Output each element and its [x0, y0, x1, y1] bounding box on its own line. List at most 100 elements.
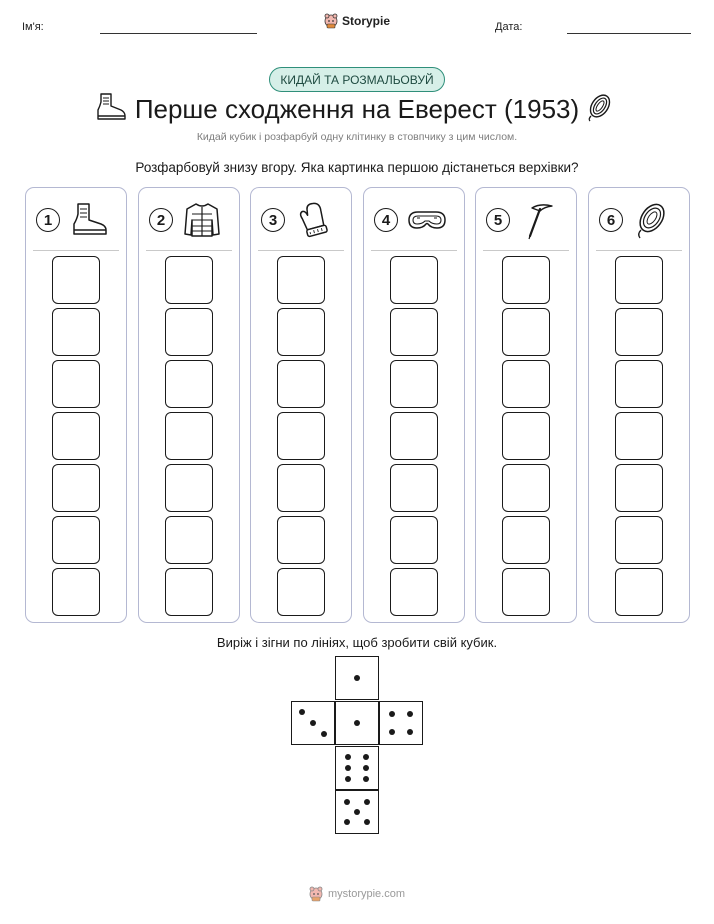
color-cell[interactable] — [52, 256, 100, 304]
dice-pip — [389, 729, 395, 735]
column-divider — [483, 250, 569, 251]
column-divider — [596, 250, 682, 251]
color-cell[interactable] — [615, 464, 663, 512]
color-cell[interactable] — [502, 308, 550, 356]
color-cell[interactable] — [52, 516, 100, 564]
color-cell[interactable] — [52, 308, 100, 356]
color-cell[interactable] — [502, 412, 550, 460]
color-cell[interactable] — [615, 256, 663, 304]
rope-icon — [638, 203, 665, 239]
color-cell[interactable] — [165, 308, 213, 356]
date-line[interactable] — [567, 33, 691, 34]
color-cell[interactable] — [502, 516, 550, 564]
color-cell[interactable] — [165, 360, 213, 408]
dice-pip — [345, 765, 351, 771]
color-cell[interactable] — [277, 412, 325, 460]
color-cell[interactable] — [615, 516, 663, 564]
dice-pip — [344, 819, 350, 825]
dice-face-3 — [291, 701, 335, 745]
color-cell[interactable] — [52, 568, 100, 616]
color-cell[interactable] — [52, 464, 100, 512]
dice-pip — [407, 729, 413, 735]
name-line[interactable] — [100, 33, 257, 34]
name-label: Ім'я: — [22, 21, 44, 33]
dice-pip — [364, 799, 370, 805]
column-number-badge: 3 — [261, 208, 285, 232]
color-cell[interactable] — [165, 412, 213, 460]
dice-face-1 — [335, 656, 379, 700]
color-cell[interactable] — [390, 412, 438, 460]
rope-icon — [588, 94, 611, 122]
color-cell[interactable] — [277, 360, 325, 408]
dice-pip — [363, 776, 369, 782]
boot-icon — [73, 203, 107, 235]
column-number-badge: 6 — [599, 208, 623, 232]
color-cell[interactable] — [277, 464, 325, 512]
brand-logo: Storypie — [0, 13, 714, 29]
column-divider — [371, 250, 457, 251]
page-title: Перше сходження на Еверест (1953) — [134, 94, 580, 124]
color-cell[interactable] — [615, 412, 663, 460]
page-subtitle: Кидай кубик і розфарбуй одну клітинку в … — [196, 131, 518, 143]
storypie-mascot-icon — [309, 886, 323, 902]
dice-pip — [310, 720, 316, 726]
color-cell[interactable] — [390, 464, 438, 512]
color-cell[interactable] — [165, 568, 213, 616]
color-cell[interactable] — [165, 256, 213, 304]
column-divider — [258, 250, 344, 251]
dice-pip — [321, 731, 327, 737]
color-cell[interactable] — [615, 308, 663, 356]
dice-pip — [299, 709, 305, 715]
color-cell[interactable] — [52, 360, 100, 408]
column-number-badge: 2 — [149, 208, 173, 232]
color-cell[interactable] — [165, 516, 213, 564]
color-cell[interactable] — [502, 256, 550, 304]
cut-instruction: Виріж і зігни по лініях, щоб зробити сві… — [216, 635, 498, 650]
storypie-mascot-icon — [324, 13, 338, 29]
mitten-icon — [299, 202, 328, 238]
color-cell[interactable] — [277, 516, 325, 564]
column-divider — [33, 250, 119, 251]
color-cell[interactable] — [615, 360, 663, 408]
column-2: 2 — [138, 187, 240, 623]
footer-url[interactable]: mystorypie.com — [327, 888, 406, 900]
color-cell[interactable] — [502, 360, 550, 408]
color-cell[interactable] — [277, 568, 325, 616]
column-3: 3 — [250, 187, 352, 623]
dice-pip — [345, 754, 351, 760]
column-1: 1 — [25, 187, 127, 623]
dice-face-4 — [379, 701, 423, 745]
column-divider — [146, 250, 232, 251]
color-cell[interactable] — [52, 412, 100, 460]
color-cell[interactable] — [390, 256, 438, 304]
color-cell[interactable] — [390, 360, 438, 408]
column-number-badge: 1 — [36, 208, 60, 232]
ice-axe-icon — [528, 204, 553, 240]
activity-tag: КИДАЙ ТА РОЗМАЛЬОВУЙ — [269, 67, 445, 92]
color-cell[interactable] — [615, 568, 663, 616]
color-cell[interactable] — [502, 568, 550, 616]
date-label: Дата: — [495, 21, 523, 33]
color-cell[interactable] — [165, 464, 213, 512]
color-cell[interactable] — [277, 308, 325, 356]
dice-face-6 — [335, 746, 379, 790]
column-4: 4 — [363, 187, 465, 623]
color-cell[interactable] — [390, 516, 438, 564]
dice-pip — [354, 675, 360, 681]
color-cell[interactable] — [390, 568, 438, 616]
dice-pip — [345, 776, 351, 782]
brand-name: Storypie — [341, 14, 390, 28]
color-cell[interactable] — [502, 464, 550, 512]
column-6: 6 — [588, 187, 690, 623]
goggles-icon — [408, 211, 446, 229]
color-cell[interactable] — [277, 256, 325, 304]
dice-pip — [363, 765, 369, 771]
dice-pip — [363, 754, 369, 760]
dice-pip — [344, 799, 350, 805]
color-cell[interactable] — [390, 308, 438, 356]
dice-pip — [389, 711, 395, 717]
dice-face-1 — [335, 701, 379, 745]
column-number-badge: 4 — [374, 208, 398, 232]
dice-pip — [354, 809, 360, 815]
jacket-icon — [184, 203, 220, 237]
